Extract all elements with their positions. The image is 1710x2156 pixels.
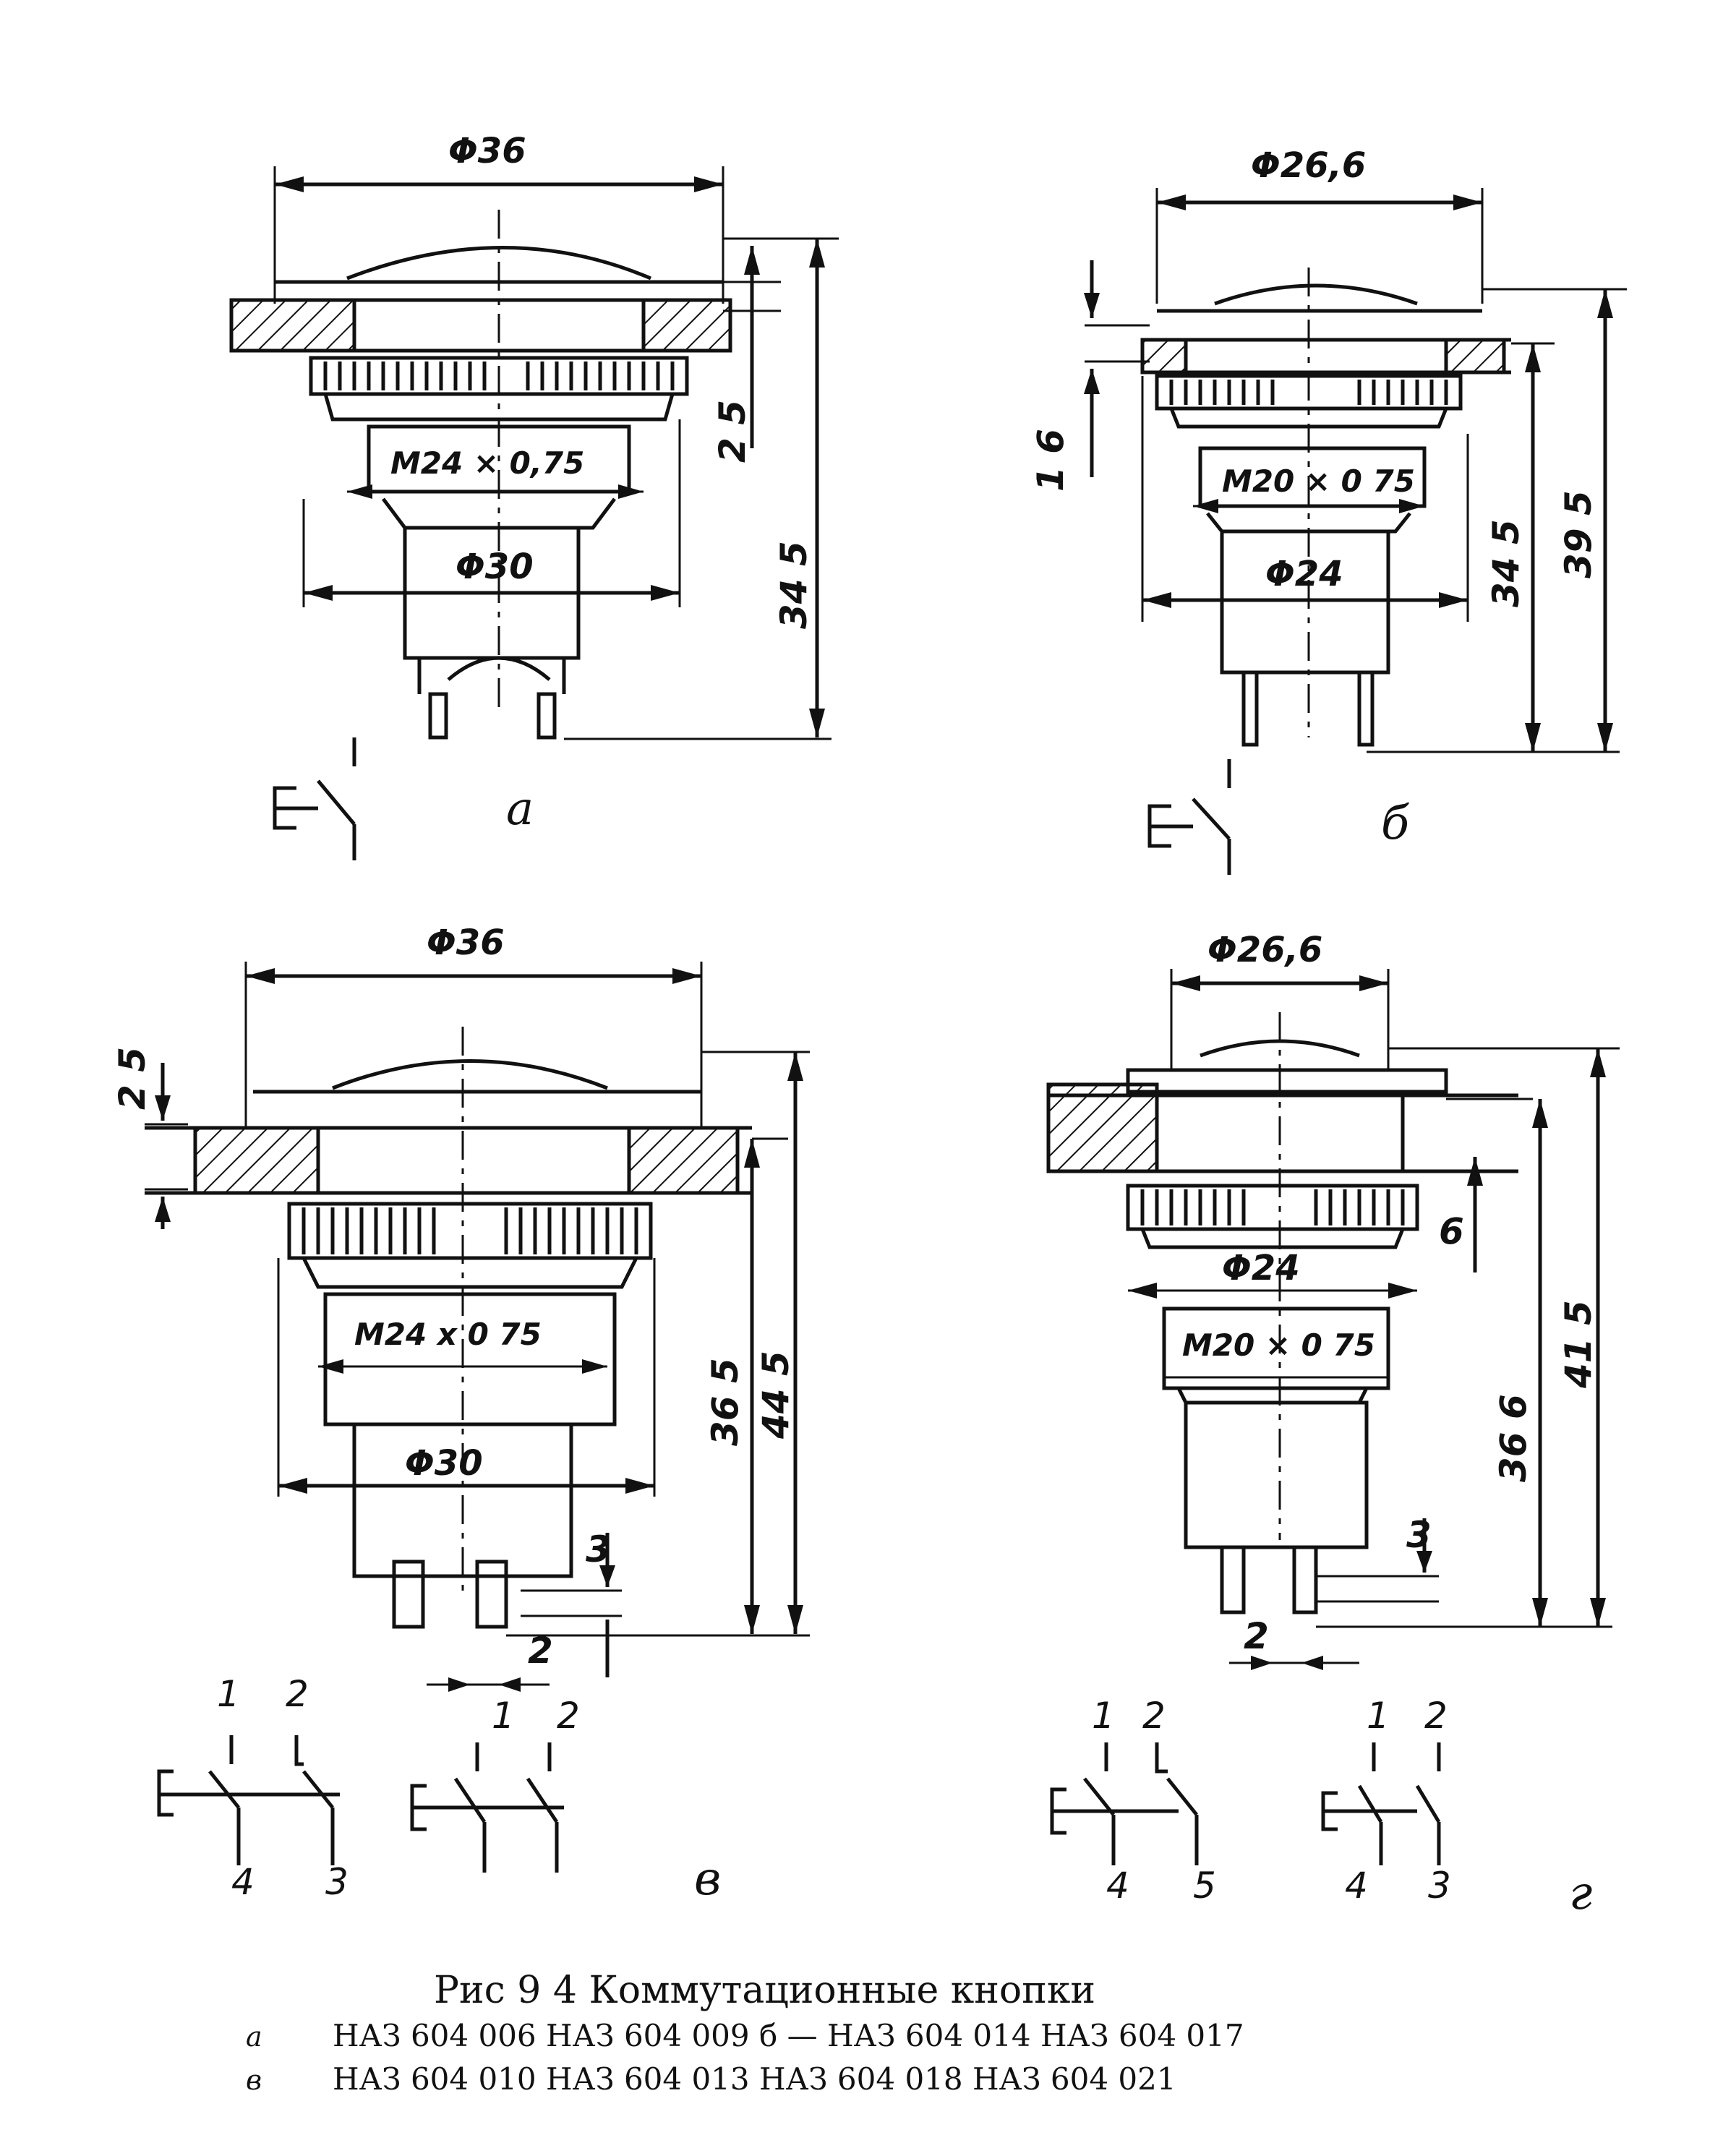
view-g-pin-1a: 1 [1092, 1695, 1115, 1737]
view-v-pin-1a: 1 [217, 1673, 240, 1715]
view-g-thread: M20 × 0 75 [1182, 1327, 1375, 1363]
view-v-h-total: 44 5 [755, 1351, 797, 1440]
view-g-pin-2b: 2 [1424, 1695, 1448, 1737]
view-b-h-total: 39 5 [1557, 490, 1599, 578]
view-a-outer-dia: Φ36 [448, 131, 526, 171]
view-g-pin-2a: 2 [1142, 1695, 1166, 1737]
view-a: Φ36 M24 × 0,75 [229, 131, 839, 860]
view-a-thread: M24 × 0,75 [390, 445, 584, 481]
view-v-pin-1b: 1 [492, 1695, 515, 1737]
view-v-pin-2b: 2 [557, 1695, 580, 1737]
view-b-thread: M20 × 0 75 [1222, 463, 1415, 499]
view-g-pin-h: 3 [1406, 1514, 1432, 1556]
view-b-outer-dia: Φ26,6 [1251, 145, 1366, 186]
view-b-h-mid: 34 5 [1485, 519, 1527, 607]
view-v-pin-h: 3 [586, 1528, 611, 1570]
caption-line2: НАЗ 604 010 НАЗ 604 013 НАЗ 604 018 НАЗ … [333, 2061, 1176, 2097]
view-g-body-dia: Φ24 [1222, 1248, 1300, 1288]
view-g-h-small: 6 [1439, 1210, 1464, 1252]
view-b: Φ26,6 M20 × 0 75 Φ24 [1030, 145, 1627, 875]
view-g: Φ26,6 Φ24 M20 × 0 75 [1046, 930, 1620, 1920]
view-v-pin-4: 4 [231, 1861, 255, 1903]
view-a-body-dia: Φ30 [456, 547, 534, 587]
view-v-letter: в [694, 1852, 721, 1906]
view-a-letter: а [506, 782, 534, 836]
view-v-h-mid: 36 5 [704, 1358, 746, 1446]
view-v-h-panel: 2 5 [111, 1047, 153, 1110]
caption-title: Рис 9 4 Коммутационные кнопки [434, 1969, 1095, 2012]
view-g-pin-4a: 4 [1106, 1865, 1129, 1907]
view-b-body-dia: Φ24 [1265, 554, 1343, 594]
view-a-h-total: 34 5 [773, 541, 815, 629]
caption-line1-letter: а [246, 2021, 262, 2053]
view-g-pin-w: 2 [1244, 1615, 1269, 1657]
view-v-pin-2a: 2 [286, 1673, 309, 1715]
view-b-letter: б [1381, 797, 1410, 850]
view-b-h-panel: 1 6 [1030, 429, 1072, 492]
view-g-h-total: 41 5 [1557, 1300, 1599, 1389]
view-a-h-small: 2 5 [711, 400, 753, 463]
view-v-pin-3: 3 [325, 1861, 349, 1903]
view-g-pin-3: 3 [1428, 1865, 1451, 1907]
view-g-outer-dia: Φ26,6 [1207, 930, 1322, 970]
view-g-letter: г [1569, 1867, 1592, 1920]
view-g-h-mid: 36 6 [1492, 1394, 1534, 1482]
caption-line1: НАЗ 604 006 НАЗ 604 009 б — НАЗ 604 014 … [333, 2018, 1244, 2053]
figure-caption: Рис 9 4 Коммутационные кнопки а НАЗ 604 … [246, 1969, 1244, 2097]
view-v-outer-dia: Φ36 [427, 923, 505, 963]
view-v-body-dia: Φ30 [405, 1443, 483, 1484]
caption-line2-letter: в [246, 2064, 262, 2096]
view-v-thread: M24 x 0 75 [354, 1317, 542, 1352]
view-g-pin-1b: 1 [1367, 1695, 1390, 1737]
view-g-pin-4b: 4 [1345, 1865, 1368, 1907]
view-g-pin-5: 5 [1193, 1865, 1216, 1907]
view-v: Φ36 M24 x 0 75 Φ30 [111, 923, 810, 1906]
view-v-pin-w: 2 [528, 1630, 553, 1672]
